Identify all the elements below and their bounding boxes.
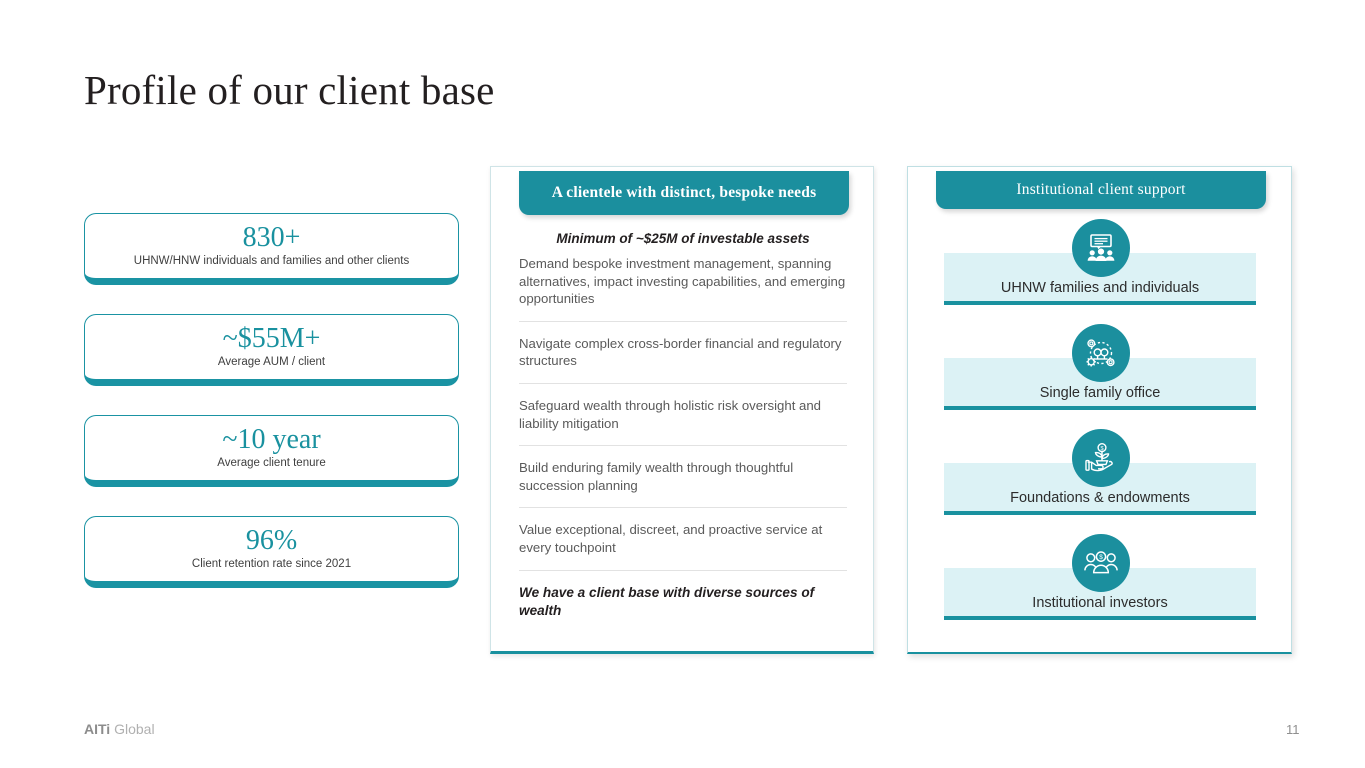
clientele-item: Value exceptional, discreet, and proacti… [519,521,847,571]
clientele-item: Build enduring family wealth through tho… [519,459,847,509]
clientele-banner: A clientele with distinct, bespoke needs [519,171,849,215]
stat-card-list: 830+ UHNW/HNW individuals and families a… [84,213,459,617]
institutional-panel: Institutional client support [907,166,1292,654]
presentation-people-icon [1071,219,1130,277]
clientele-item: Safeguard wealth through holistic risk o… [519,397,847,447]
clientele-footer-note: We have a client base with diverse sourc… [519,584,815,618]
stat-value: 830+ [242,222,301,254]
institutional-item-label: UHNW families and individuals [1000,280,1200,296]
stat-label: Client retention rate since 2021 [191,557,352,570]
stat-card: ~10 year Average client tenure [84,415,459,487]
institutional-item-box: Single family office [944,358,1256,410]
stat-label: UHNW/HNW individuals and families and ot… [133,254,410,267]
stat-value: ~10 year [222,424,321,456]
institutional-item: $ Institutional investors [944,534,1257,639]
page-number: 11 [1286,722,1300,737]
footer-brand: AITi Global [84,721,155,737]
stat-card: 830+ UHNW/HNW individuals and families a… [84,213,459,285]
institutional-item: $ Foundations & endowments [944,429,1257,534]
clientele-item: Demand bespoke investment management, sp… [519,255,847,322]
clientele-item: Navigate complex cross-border financial … [519,335,847,384]
clientele-panel: A clientele with distinct, bespoke needs… [490,166,874,654]
institutional-item-label: Single family office [1039,385,1161,401]
institutional-item: Single family office [944,324,1257,429]
institutional-item: UHNW families and individuals [944,219,1257,324]
clientele-minimum: Minimum of ~$25M of investable assets [556,231,810,246]
family-network-icon [1071,324,1130,382]
hand-plant-money-icon: $ [1071,429,1130,487]
svg-text:$: $ [1100,446,1104,452]
institutional-item-label: Institutional investors [1032,595,1168,611]
stat-label: Average client tenure [217,456,326,469]
people-money-icon: $ [1071,534,1130,592]
stat-card: ~$55M+ Average AUM / client [84,314,459,386]
footer-brand-light: Global [110,721,155,737]
svg-text:$: $ [1099,554,1103,561]
clientele-body: Minimum of ~$25M of investable assets De… [491,223,875,620]
stat-value: ~$55M+ [222,323,321,355]
institutional-banner: Institutional client support [936,171,1266,209]
institutional-list: UHNW families and individuals [908,219,1293,639]
stat-label: Average AUM / client [217,355,326,368]
footer-brand-bold: AITi [84,721,111,737]
stat-value: 96% [245,525,298,557]
stat-card: 96% Client retention rate since 2021 [84,516,459,588]
page-title: Profile of our client base [84,67,495,113]
institutional-item-label: Foundations & endowments [1010,490,1190,506]
